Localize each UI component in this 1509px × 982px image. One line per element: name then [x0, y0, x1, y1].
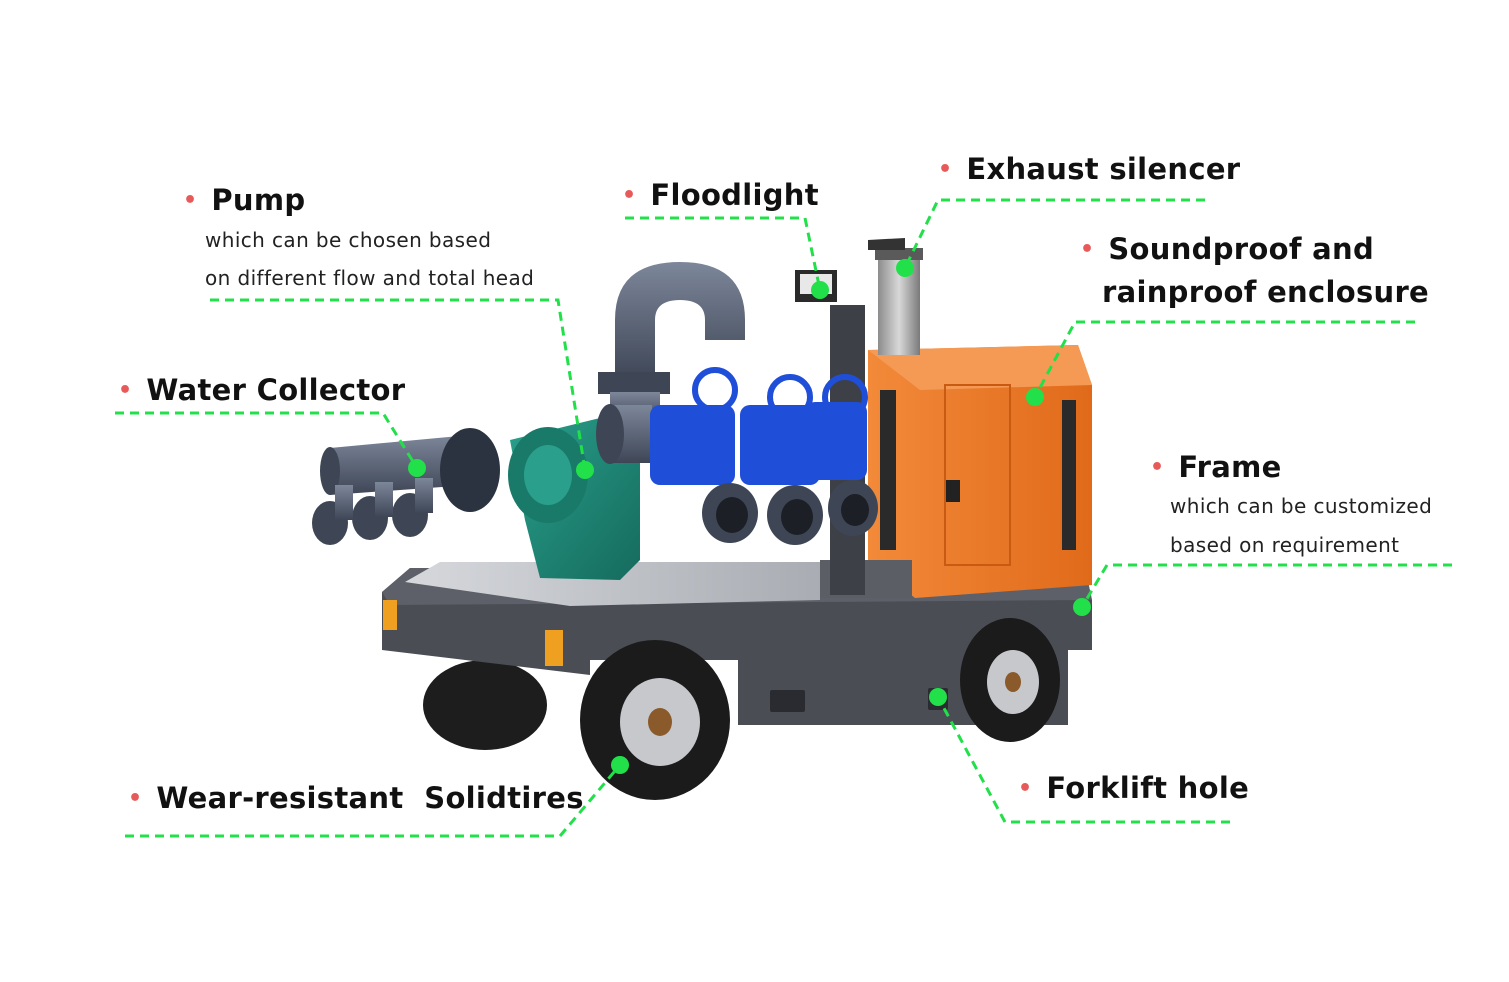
water-collector — [312, 428, 500, 545]
leader-line-tires — [125, 764, 622, 838]
callout-tires: • Wear-resistant Solidtires — [128, 781, 584, 815]
callout-frame: • Frame — [1150, 450, 1282, 484]
checker-plate-deck — [405, 562, 820, 606]
front-right-wheel — [960, 618, 1060, 742]
exhaust-title: Exhaust silencer — [966, 152, 1241, 186]
anchor-dot-enclosure — [1026, 388, 1044, 406]
leader-line-pump — [210, 298, 587, 471]
pump-sub-line-1: which can be chosen based — [205, 228, 492, 252]
chassis-frame — [382, 568, 1092, 725]
anchor-dots — [408, 259, 1091, 774]
enclosure-title-line-2: rainproof enclosure — [1102, 275, 1430, 309]
callout-forklift: • Forklift hole — [1018, 771, 1249, 805]
tail-light — [545, 630, 563, 666]
bullet-icon: • — [183, 188, 198, 213]
floodlight-title: Floodlight — [650, 178, 819, 212]
anchor-dot-forklift — [929, 688, 947, 706]
anchor-dot-floodlight — [811, 281, 829, 299]
forklift-title: Forklift hole — [1046, 771, 1250, 805]
exhaust-silencer — [868, 238, 923, 355]
leader-line-exhaust — [903, 198, 1205, 269]
callout-water-collector: • Water Collector — [118, 373, 405, 407]
rear-left-wheel — [423, 660, 547, 750]
leader-line-floodlight — [625, 216, 822, 291]
callout-floodlight: • Floodlight — [622, 178, 819, 212]
forklift-hole — [770, 690, 805, 712]
bullet-icon: • — [938, 157, 953, 182]
tires-title: Wear-resistant Solidtires — [156, 781, 584, 815]
anchor-dot-frame — [1073, 598, 1091, 616]
pump-title: Pump — [211, 183, 306, 217]
bullet-icon: • — [622, 183, 637, 208]
frame-title: Frame — [1178, 450, 1282, 484]
anchor-dot-tires — [611, 756, 629, 774]
tail-light — [383, 600, 397, 630]
soundproof-enclosure — [868, 345, 1092, 598]
bullet-icon: • — [118, 378, 133, 403]
frame-sub-line-2: based on requirement — [1170, 533, 1400, 557]
pump — [508, 404, 652, 580]
leader-line-enclosure — [1033, 320, 1415, 398]
water-collector-title: Water Collector — [146, 373, 406, 407]
leader-lines — [115, 198, 1452, 838]
curved-discharge-pipe — [615, 262, 745, 380]
machine — [312, 238, 1092, 800]
anchor-dot-water-collector — [408, 459, 426, 477]
callout-enclosure: • Soundproof and — [1080, 232, 1374, 266]
leader-line-frame — [1080, 563, 1452, 608]
bullet-icon: • — [1018, 776, 1033, 801]
anchor-dot-exhaust — [896, 259, 914, 277]
frame-sub-line-1: which can be customized — [1170, 494, 1433, 518]
bullet-icon: • — [1150, 455, 1165, 480]
gate-valves — [650, 367, 878, 545]
leader-line-forklift — [936, 696, 1230, 824]
bullet-icon: • — [128, 786, 143, 811]
callout-pump: • Pump — [183, 183, 305, 217]
pump-sub-line-2: on different flow and total head — [205, 266, 535, 290]
callout-exhaust: • Exhaust silencer — [938, 152, 1240, 186]
bullet-icon: • — [1080, 237, 1095, 262]
enclosure-title-line-1: Soundproof and — [1108, 232, 1375, 266]
anchor-dot-pump — [576, 461, 594, 479]
front-left-wheel — [580, 640, 730, 800]
